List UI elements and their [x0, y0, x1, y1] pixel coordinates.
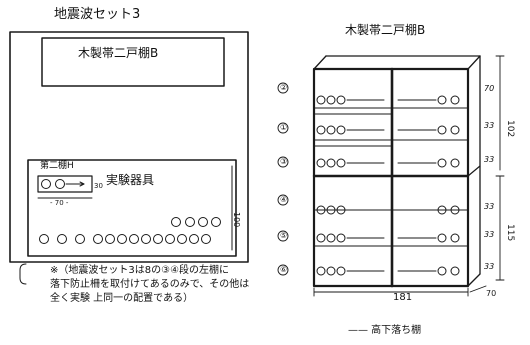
- row-number-circles: [277, 82, 289, 276]
- note-line-1: ※（地震波セット3は8の③④段の左棚に: [50, 265, 230, 276]
- lower-sub-label: 第二棚H: [40, 161, 74, 171]
- svg-text:115: 115: [505, 224, 515, 241]
- row-number-6: ⑥: [280, 265, 288, 274]
- note-line-3: 全く実験 上同一の配置である）: [50, 293, 194, 304]
- row-number-3: ③: [280, 157, 288, 166]
- row-number-1: ②: [280, 83, 288, 92]
- width-label: 181: [393, 292, 413, 303]
- bottom-circle-row: [39, 234, 211, 244]
- sub-box: [37, 175, 93, 193]
- svg-text:70: 70: [486, 289, 496, 298]
- right-title: 木製帯二戸棚B: [345, 23, 426, 37]
- dim-6: 33: [484, 262, 495, 271]
- svg-text:102: 102: [505, 120, 515, 137]
- svg-text:- 70 -: - 70 -: [50, 199, 69, 207]
- row-number-5: ⑤: [280, 231, 288, 240]
- shelf-objects: [316, 95, 460, 276]
- right-dimension: [495, 55, 505, 281]
- dim-2: 33: [484, 121, 495, 130]
- explanatory-note: ※（地震波セット3は8の③④段の左棚に 落下防止柵を取付けてあるのみで、その他は…: [50, 264, 310, 306]
- note-line-2: 落下防止柵を取付けてあるのみで、その他は: [50, 279, 250, 290]
- shelf-unit: [312, 55, 481, 288]
- lower-shelf-box: [27, 159, 237, 257]
- upper-circle-row: [171, 217, 221, 227]
- legend-label: —— 高下落ち棚: [348, 325, 422, 336]
- left-title: 地震波セット3: [54, 7, 141, 22]
- dim-4: 33: [484, 202, 495, 211]
- svg-text:100: 100: [232, 212, 241, 227]
- dim-5: 33: [484, 230, 495, 239]
- svg-text:30: 30: [94, 182, 103, 190]
- upper-shelf-box: [41, 37, 225, 87]
- lower-shelf-label: 実験器具: [106, 173, 155, 187]
- upper-shelf-label: 木製帯二戸棚B: [78, 46, 159, 60]
- dim-3: 33: [484, 155, 495, 164]
- outer-box-left: [9, 31, 249, 263]
- row-number-4: ④: [280, 195, 288, 204]
- row-number-2: ①: [280, 123, 288, 132]
- dim-1: 70: [484, 84, 495, 93]
